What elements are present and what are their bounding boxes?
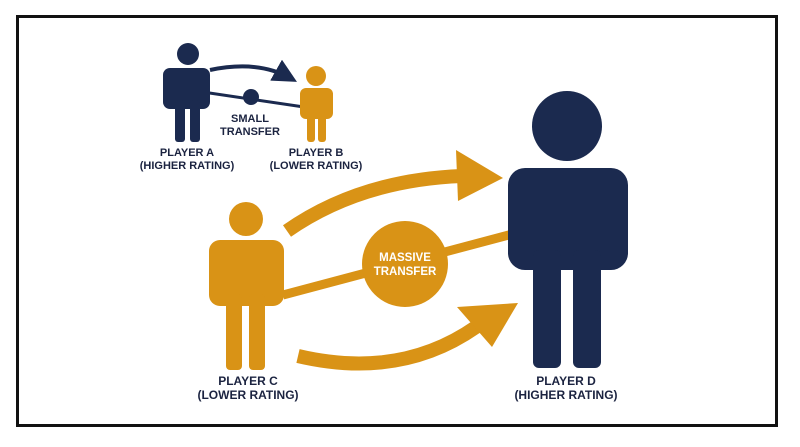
player-a-name: PLAYER A (160, 147, 214, 159)
player-b-rating: (LOWER RATING) (270, 160, 363, 172)
player-c-name: PLAYER C (218, 374, 278, 388)
small-transfer-group: SMALL TRANSFER (195, 59, 305, 138)
small-transfer-label-line1: SMALL (231, 113, 269, 125)
small-transfer-label-line2: TRANSFER (220, 126, 280, 138)
massive-transfer-lower-arrowhead (457, 303, 518, 347)
person-icon (508, 91, 628, 368)
player-d-name: PLAYER D (536, 374, 596, 388)
massive-transfer-label-line2: TRANSFER (374, 266, 437, 278)
player-d-rating: (HIGHER RATING) (514, 388, 617, 402)
player-b: PLAYER B (LOWER RATING) (270, 66, 363, 172)
player-b-name: PLAYER B (289, 147, 344, 159)
massive-transfer-ball (362, 221, 448, 307)
massive-transfer-label-line1: MASSIVE (379, 252, 431, 264)
player-a-rating: (HIGHER RATING) (140, 160, 235, 172)
massive-transfer-group: MASSIVE TRANSFER (281, 150, 537, 371)
massive-transfer-lower-arrow (296, 321, 481, 371)
small-transfer-ball (243, 89, 259, 105)
massive-transfer-upper-arrowhead (456, 150, 503, 201)
player-c: PLAYER C (LOWER RATING) (197, 202, 299, 402)
player-d: PLAYER D (HIGHER RATING) (508, 91, 628, 402)
small-transfer-arrow (209, 59, 297, 82)
massive-transfer-upper-arrow (282, 169, 463, 237)
person-icon (209, 202, 284, 370)
person-icon (300, 66, 333, 142)
person-icon (163, 43, 210, 142)
player-a: PLAYER A (HIGHER RATING) (140, 43, 235, 172)
player-c-rating: (LOWER RATING) (197, 388, 298, 402)
